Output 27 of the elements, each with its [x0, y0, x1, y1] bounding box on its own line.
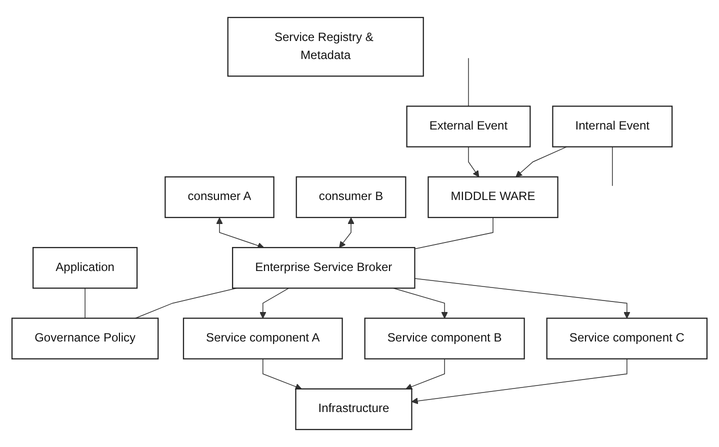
node-box	[364, 318, 525, 360]
arrow	[516, 146, 568, 178]
arrow	[406, 358, 445, 390]
arrow	[414, 278, 630, 319]
arrow	[468, 146, 480, 178]
node-box	[428, 176, 558, 218]
node-box	[11, 318, 159, 360]
arrow	[339, 217, 354, 248]
flowchart-drawing: consumer A consumer B Application External Event MIDDLE WARE Enterprise Service Broker Governance Policy Service Registry & Metadata Internal Event Service component A Service component B Service component C Infrastructure	[6, 6, 713, 441]
arrow	[262, 358, 302, 390]
node-box	[552, 106, 673, 148]
connector	[612, 146, 613, 186]
node-box	[295, 388, 412, 430]
arrow	[260, 288, 290, 319]
node-box	[232, 247, 416, 289]
node-box	[406, 106, 531, 148]
connector	[468, 58, 469, 107]
node-box	[164, 176, 274, 218]
node-box	[32, 247, 138, 289]
arrow	[216, 217, 264, 249]
node-box	[296, 176, 406, 218]
connector	[414, 217, 494, 250]
node-box	[227, 16, 424, 77]
arrow	[411, 358, 628, 404]
connector	[84, 288, 86, 319]
node-box	[182, 318, 343, 360]
node-box	[546, 318, 708, 360]
